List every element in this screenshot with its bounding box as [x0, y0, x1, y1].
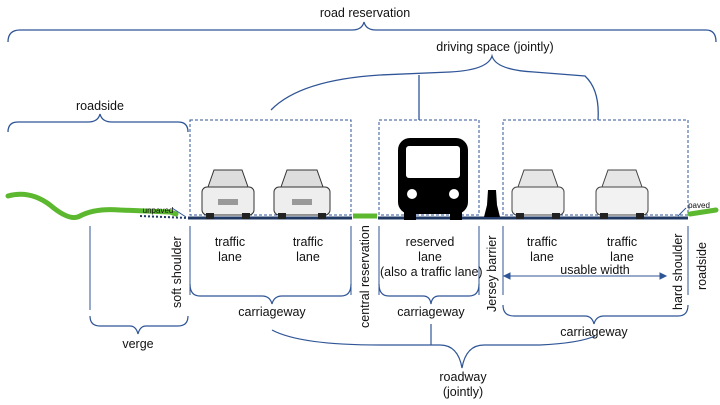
driving-space-label: driving space (jointly): [436, 40, 554, 54]
roadway-brace: [271, 329, 596, 369]
verge-grass: [5, 191, 179, 221]
carriageway-brace-middle: [378, 283, 480, 305]
section-dividers: [89, 226, 689, 310]
traffic-lane-4-label: traffic lane: [606, 235, 638, 264]
driving-space-brace: [270, 53, 599, 121]
hard-shoulder-label: hard shoulder: [671, 233, 685, 310]
central-reservation-label: central reservation: [358, 225, 372, 328]
usable-width-arrow: [502, 272, 668, 280]
unpaved-label: unpaved: [142, 206, 174, 215]
car-icon: [595, 169, 649, 219]
verge-brace: [89, 315, 189, 335]
jersey-barrier-label: Jersey barrier: [485, 235, 499, 312]
right-grass: [687, 207, 719, 217]
roadside-left-label: roadside: [76, 99, 124, 113]
jersey-barrier-icon: [484, 190, 500, 217]
carriageway-1-label: carriageway: [238, 305, 306, 319]
lane-boxes: [189, 119, 689, 216]
traffic-lane-1-label: traffic lane: [214, 235, 246, 264]
car-icon: [273, 169, 331, 219]
roadway-label: roadway (jointly): [439, 370, 487, 399]
carriageway-2-label: carriageway: [397, 305, 465, 319]
paved-label: paved: [688, 201, 710, 210]
traffic-lane-3-label: traffic lane: [526, 235, 558, 264]
traffic-lane-2-label: traffic lane: [292, 235, 324, 264]
car-icon: [201, 169, 255, 219]
reserved-lane-label: reserved lane (also a traffic lane): [380, 235, 483, 279]
carriageway-3-label: carriageway: [560, 325, 628, 339]
verge-label: verge: [122, 337, 154, 351]
roadside-brace: [7, 113, 189, 133]
carriageway-brace-left: [189, 283, 352, 305]
road-reservation-label: road reservation: [319, 6, 411, 20]
carriageway-brace-right: [502, 304, 689, 325]
soft-shoulder-label: soft shoulder: [170, 236, 184, 308]
roadside-right-label: roadside: [695, 242, 709, 290]
usable-width-label: usable width: [560, 263, 630, 277]
road-reservation-brace: [7, 21, 717, 43]
bus-icon: [398, 138, 468, 220]
car-icon: [511, 169, 565, 219]
